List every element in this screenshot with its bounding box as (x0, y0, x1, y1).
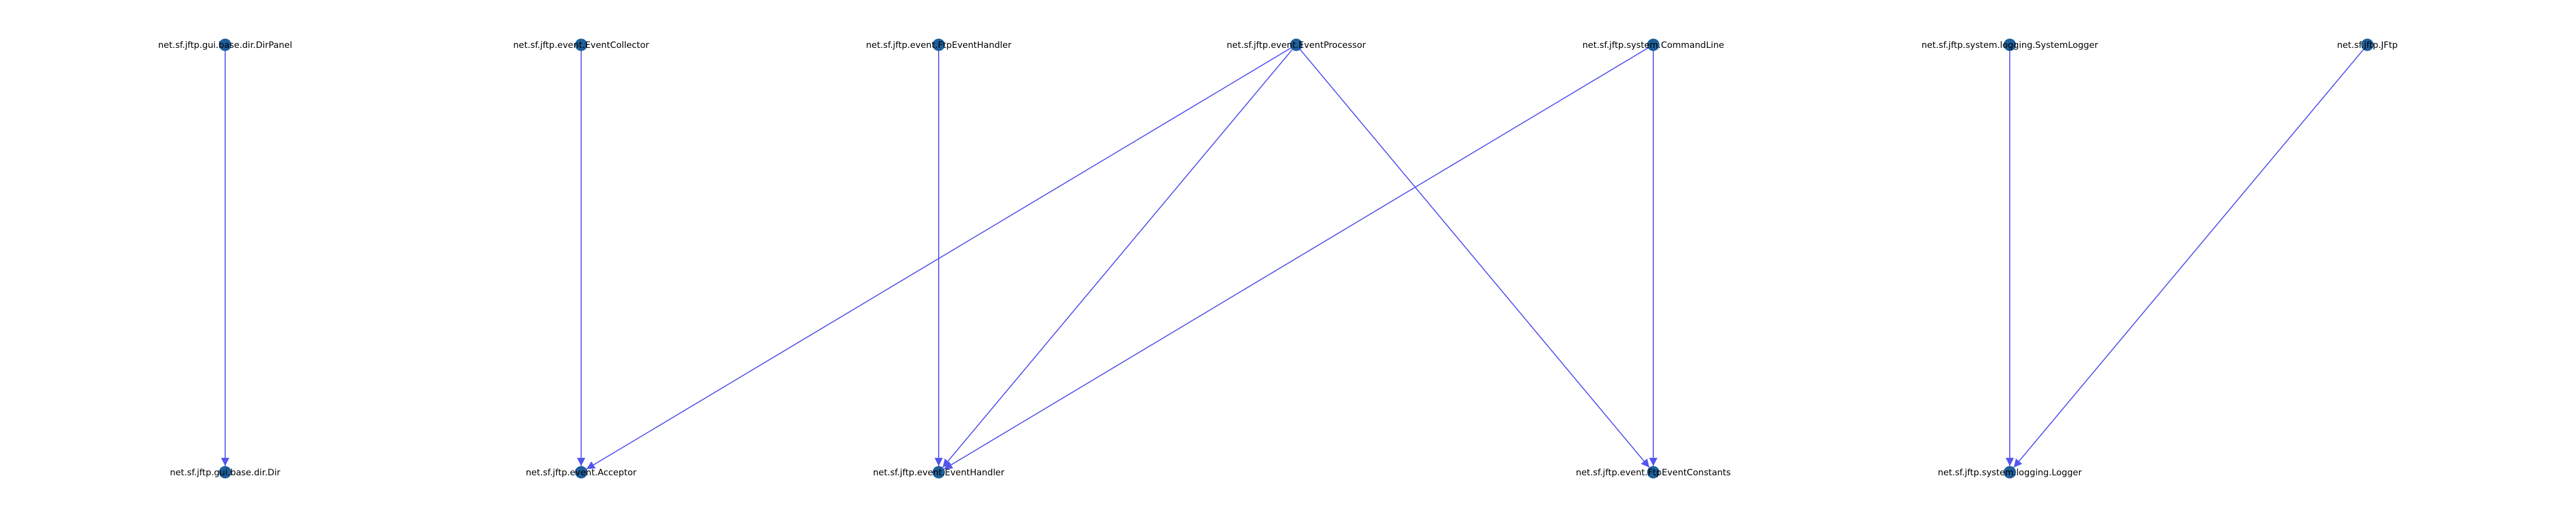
node-event.ftpeventconstants (1647, 466, 1659, 478)
nodes-layer (219, 39, 2374, 478)
node-system.commandline (1647, 39, 1659, 51)
node-gui.dir (219, 466, 231, 478)
node-label-event.ftpeventhandler: net.sf.jftp.event.FtpEventHandler (866, 40, 1011, 50)
labels-layer: net.sf.jftp.gui.base.dir.DirPanel net.sf.… (158, 40, 2398, 478)
node-event.eventcollector (575, 39, 587, 51)
node-label-jftp: net.sf.jftp.JFtp (2337, 40, 2398, 50)
node-label-gui.dir: net.sf.jftp.gui.base.dir.Dir (170, 468, 280, 478)
edge-system.commandline-to-event.eventhandler (943, 47, 1649, 470)
node-label-event.eventprocessor: net.sf.jftp.event.EventProcessor (1227, 40, 1366, 50)
edges-layer (221, 47, 2364, 470)
node-label-event.eventcollector: net.sf.jftp.event.EventCollector (513, 40, 649, 50)
node-event.eventhandler (933, 466, 945, 478)
node-label-system.logger: net.sf.jftp.system.logging.Logger (1938, 468, 2081, 478)
edge-event.eventprocessor-to-event.acceptor (586, 47, 1292, 470)
node-system.systemlogger (2004, 39, 2016, 51)
node-gui.dirpanel (219, 39, 231, 51)
edge-event.eventprocessor-to-event.ftpeventconstants (1299, 49, 1650, 468)
node-event.acceptor (575, 466, 587, 478)
edge-event.eventprocessor-to-event.eventhandler (942, 49, 1293, 468)
node-label-system.systemlogger: net.sf.jftp.system.logging.SystemLogger (1922, 40, 2098, 50)
node-event.ftpeventhandler (933, 39, 945, 51)
node-label-gui.dirpanel: net.sf.jftp.gui.base.dir.DirPanel (158, 40, 292, 50)
edge-jftp-to-system.logger (2013, 49, 2364, 468)
node-label-event.acceptor: net.sf.jftp.event.Acceptor (526, 468, 637, 478)
node-event.eventprocessor (1290, 39, 1302, 51)
node-label-event.ftpeventconstants: net.sf.jftp.event.FtpEventConstants (1576, 468, 1731, 478)
node-label-system.commandline: net.sf.jftp.system.CommandLine (1582, 40, 1724, 50)
node-label-event.eventhandler: net.sf.jftp.event.EventHandler (873, 468, 1004, 478)
node-system.logger (2004, 466, 2016, 478)
node-jftp (2361, 39, 2374, 51)
